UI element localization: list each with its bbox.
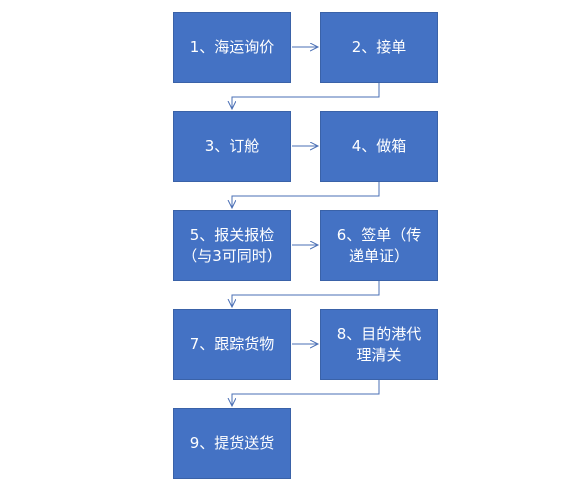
step-5-box: 5、报关报检 （与3可同时） — [173, 210, 291, 281]
step-3-box: 3、订舱 — [173, 111, 291, 182]
arrow-step8-to-step9 — [232, 380, 380, 406]
step-8-box: 8、目的港代 理清关 — [320, 309, 438, 380]
step-9-box: 9、提货送货 — [173, 408, 291, 479]
step-2-box: 2、接单 — [320, 12, 438, 83]
step-7-box: 7、跟踪货物 — [173, 309, 291, 380]
arrow-step2-to-step3 — [232, 83, 380, 109]
arrow-step4-to-step5 — [232, 182, 380, 208]
step-4-box: 4、做箱 — [320, 111, 438, 182]
step-6-box: 6、签单（传 递单证） — [320, 210, 438, 281]
arrow-step6-to-step7 — [232, 281, 380, 307]
step-1-box: 1、海运询价 — [173, 12, 291, 83]
